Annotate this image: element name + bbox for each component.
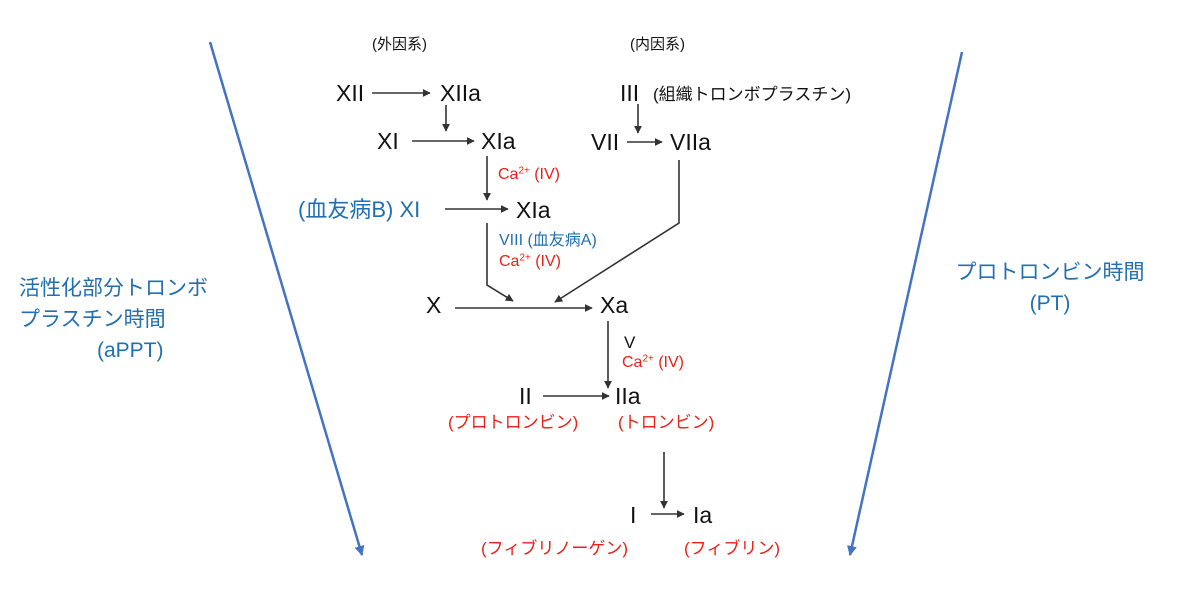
factor-viii-hemophilia-a: VIII (血友病A) bbox=[499, 232, 597, 249]
hemophilia-b-factor-xi: (血友病B) XI bbox=[298, 197, 421, 222]
factor-xia-2: XIa bbox=[516, 197, 551, 223]
intrinsic-header: (内因系) bbox=[630, 36, 685, 53]
tissue-thromboplastin-label: (組織トロンボプラスチン) bbox=[653, 85, 851, 104]
pt-range-arrow bbox=[847, 51, 964, 556]
factor-v: V bbox=[624, 333, 636, 352]
viia-to-xa-arrow bbox=[554, 160, 680, 303]
factor-xi: XI bbox=[377, 128, 399, 154]
factor-viia: VIIa bbox=[670, 129, 711, 155]
factor-xia-1: XIa bbox=[481, 128, 516, 154]
xia2-to-x-line-arrow bbox=[486, 223, 514, 302]
factor-ii: II bbox=[519, 383, 532, 409]
factor-xa: Xa bbox=[600, 292, 629, 318]
aptt-label: 活性化部分トロンボ プラスチン時間 (aPPT) bbox=[19, 273, 208, 366]
pt-label-line2: (PT) bbox=[1029, 292, 1071, 315]
factor-i: I bbox=[630, 502, 637, 528]
calcium-label-2: Ca2+ (IV) bbox=[499, 252, 561, 270]
factor-vii: VII bbox=[591, 129, 620, 155]
factor-ia: Ia bbox=[693, 502, 713, 528]
aptt-range-arrow bbox=[208, 41, 365, 556]
calcium-label-1: Ca2+ (IV) bbox=[498, 165, 560, 183]
factor-xii: XII bbox=[336, 80, 365, 106]
pt-label: プロトロンビン時間 (PT) bbox=[934, 257, 1166, 319]
calcium-label-3: Ca2+ (IV) bbox=[622, 353, 684, 371]
thrombin-label: (トロンビン) bbox=[618, 413, 715, 432]
fibrinogen-label: (フィブリノーゲン) bbox=[481, 539, 628, 558]
prothrombin-label: (プロトロンビン) bbox=[448, 413, 579, 432]
aptt-label-line1: 活性化部分トロンボ bbox=[19, 277, 208, 300]
factor-iii: III bbox=[620, 80, 640, 106]
pt-label-line1: プロトロンビン時間 bbox=[955, 261, 1145, 284]
factor-xiia: XIIa bbox=[440, 80, 481, 106]
aptt-label-line3: (aPPT) bbox=[97, 339, 164, 362]
aptt-label-line2: プラスチン時間 bbox=[19, 308, 166, 331]
factor-x: X bbox=[426, 292, 442, 318]
fibrin-label: (フィブリン) bbox=[684, 539, 780, 558]
extrinsic-header: (外因系) bbox=[372, 36, 427, 53]
factor-iia: IIa bbox=[615, 383, 641, 409]
